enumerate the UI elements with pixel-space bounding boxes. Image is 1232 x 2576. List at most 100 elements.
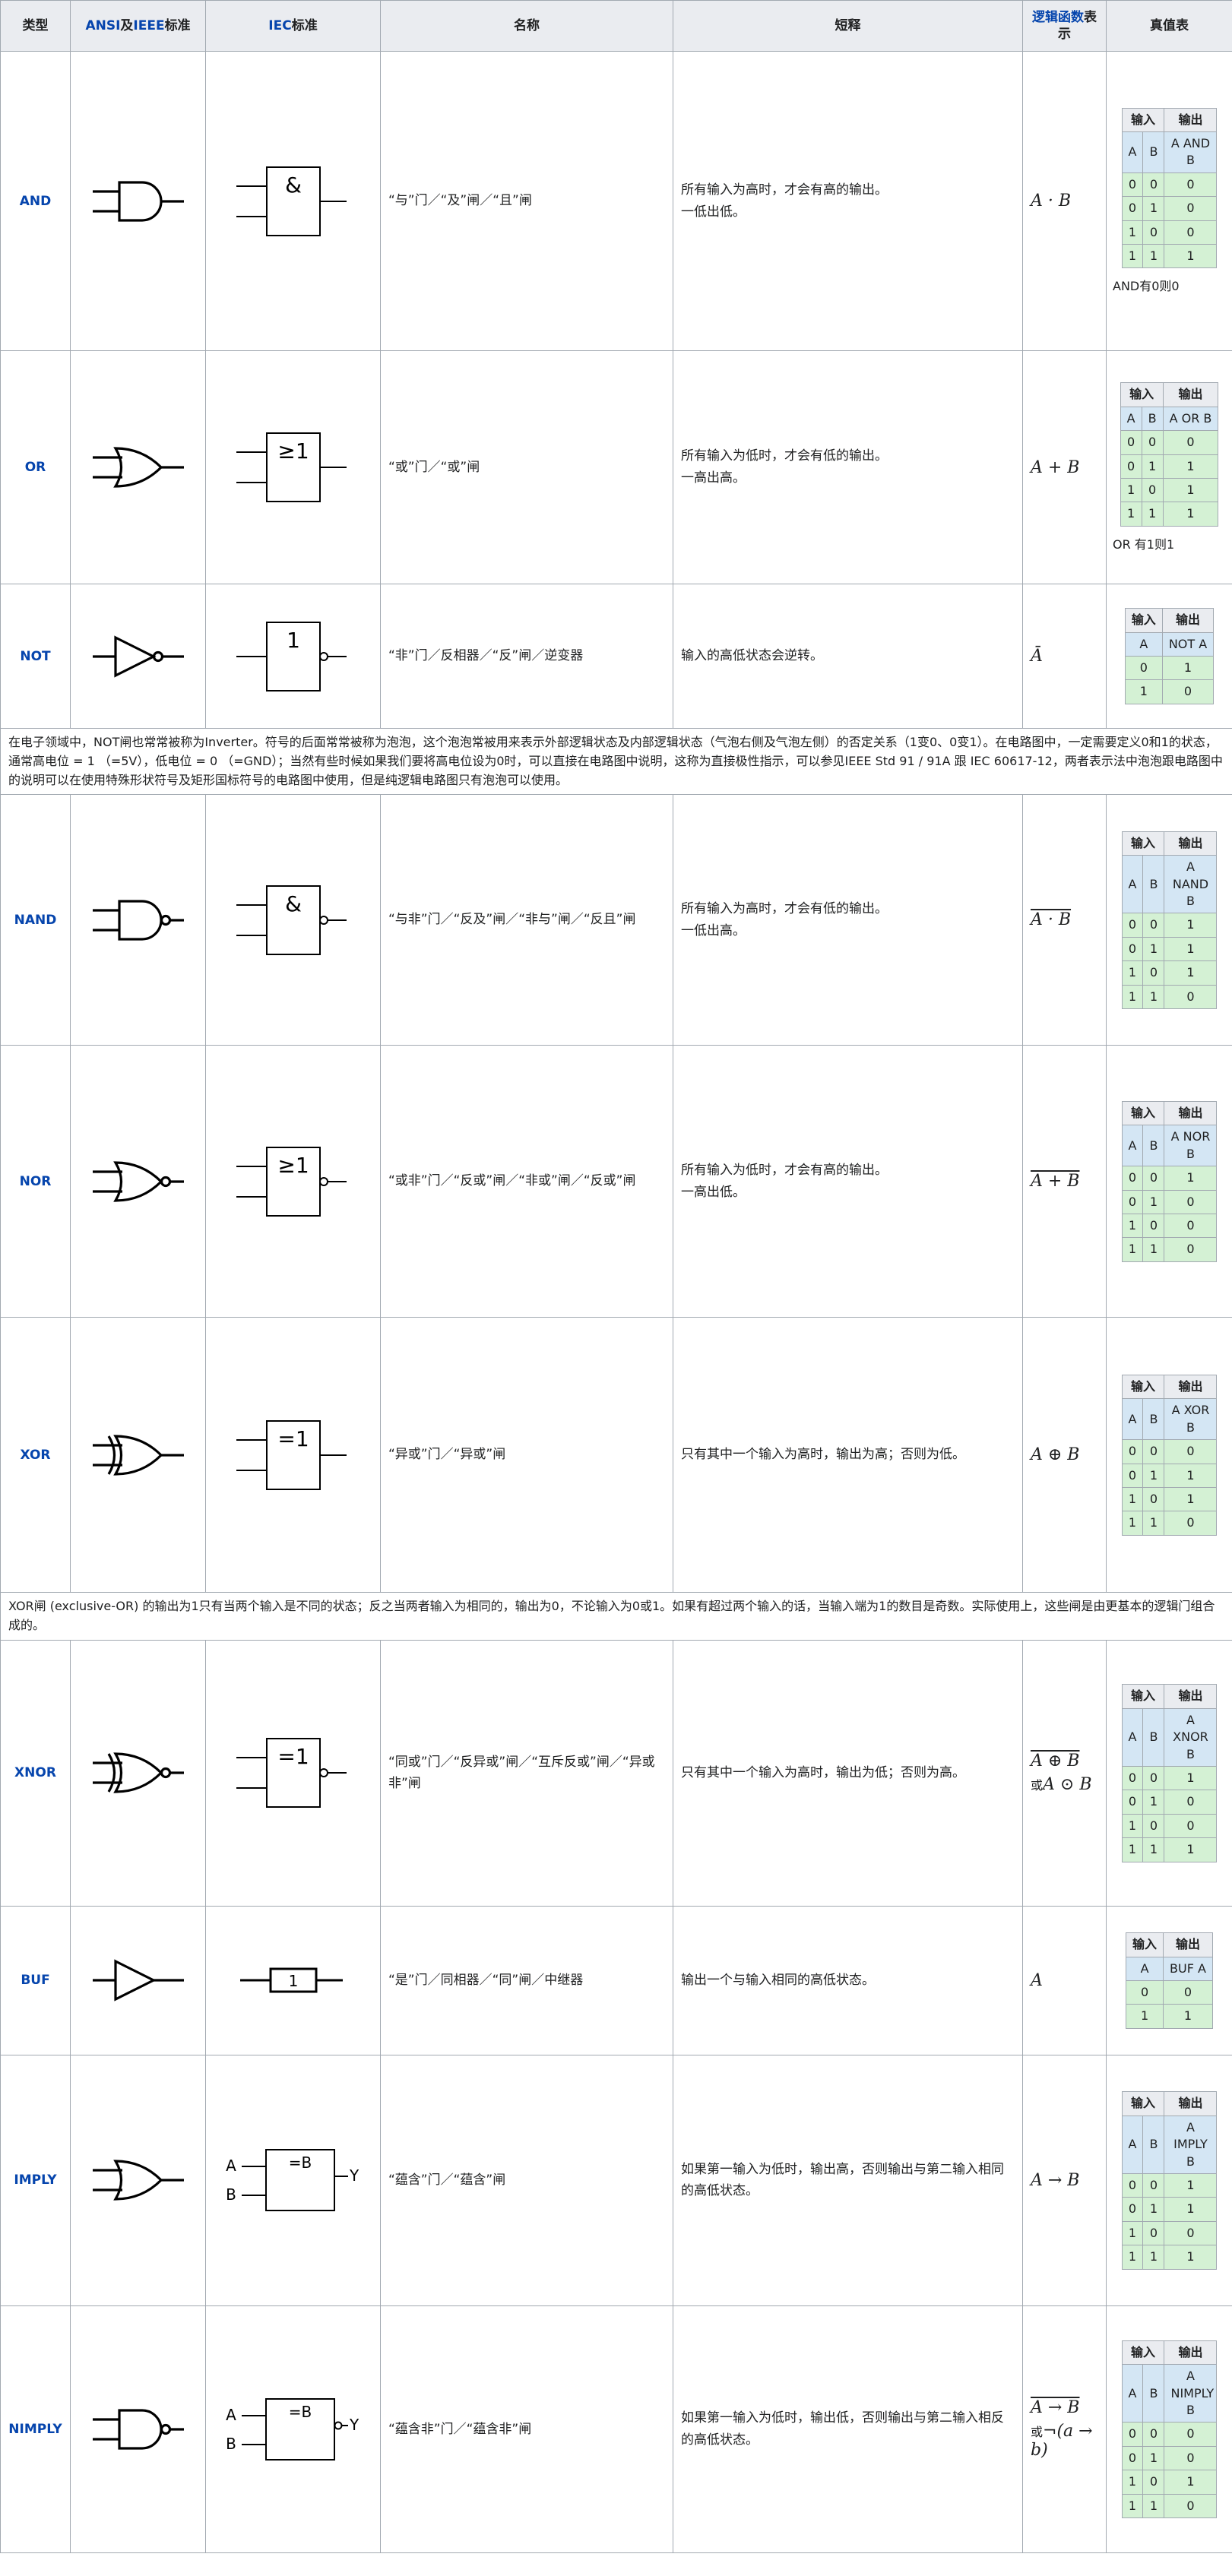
truth-col-out: A IMPLY B <box>1164 2115 1218 2174</box>
ansi-symbol-cell <box>70 1639 206 1907</box>
gate-type[interactable]: BUF <box>0 1905 71 2055</box>
truth-cell: 1 <box>1162 454 1219 479</box>
truth-cell: 1 <box>1142 1463 1165 1488</box>
header-iec-suffix: 标准 <box>291 17 318 33</box>
truth-cell: 1 <box>1141 454 1164 479</box>
truth-cell: 0 <box>1164 2445 1218 2471</box>
header-logic-suffix: 表示 <box>1058 9 1097 42</box>
or-ansi-symbol-icon <box>92 447 184 488</box>
gate-type[interactable]: NOT <box>0 584 71 729</box>
iec-gate-label: =1 <box>277 1744 309 1769</box>
gate-type[interactable]: AND <box>0 51 71 351</box>
truth-cell: 1 <box>1164 936 1218 962</box>
logic-expression: A <box>1022 1905 1107 2055</box>
nand-iec-symbol-icon: & <box>236 885 347 955</box>
header-iec: IEC标准 <box>205 0 381 52</box>
truth-cell: 0 <box>1142 960 1165 986</box>
nand-ansi-symbol-icon <box>92 900 184 941</box>
truth-cell: 1 <box>1142 2493 1165 2519</box>
truth-cell: 1 <box>1164 1837 1218 1862</box>
truth-cell: 1 <box>1121 2245 1144 2270</box>
gate-type[interactable]: XNOR <box>0 1639 71 1907</box>
truth-cell: 1 <box>1162 477 1219 503</box>
truth-cell: 1 <box>1164 913 1218 938</box>
truth-cell: 0 <box>1121 936 1144 962</box>
ansi-link[interactable]: ANSI <box>85 17 121 33</box>
truth-col-b: B <box>1141 406 1164 432</box>
iec-gate-label: ≥1 <box>277 438 309 464</box>
truth-cell: 0 <box>1121 172 1144 198</box>
pin-y-label: Y <box>349 2166 359 2185</box>
truth-cell: 1 <box>1142 984 1165 1009</box>
not-ansi-symbol-icon <box>92 635 184 678</box>
gate-type[interactable]: NIMPLY <box>0 2305 71 2553</box>
truth-cell: 1 <box>1121 1486 1144 1512</box>
gate-type[interactable]: NOR <box>0 1045 71 1318</box>
truth-cell: 0 <box>1164 220 1218 245</box>
truth-cell: 0 <box>1164 984 1218 1009</box>
gate-desc: 输入的高低状态会逆转。 <box>673 584 1023 729</box>
truth-cell: 1 <box>1121 1213 1144 1239</box>
expression-alt: A ⊙ B <box>1043 1775 1092 1795</box>
ieee-link[interactable]: IEEE <box>133 17 165 33</box>
truth-cell: 1 <box>1142 1790 1165 1815</box>
truth-cell: 1 <box>1164 1463 1218 1488</box>
truth-output-header: 输出 <box>1164 1375 1218 1400</box>
iec-link[interactable]: IEC <box>268 17 292 33</box>
ansi-symbol-cell <box>70 1045 206 1318</box>
truth-cell: 1 <box>1164 1765 1218 1791</box>
truth-col-a: A <box>1121 1398 1144 1441</box>
gate-row-xor: XOR=1“异或”门／“异或”闸只有其中一个输入为高时，输出为高；否则为低。A … <box>0 1317 1232 1593</box>
truth-cell: 1 <box>1142 2445 1165 2471</box>
truth-cell: 1 <box>1142 243 1165 269</box>
expression-alt-line: 或A ⊙ B <box>1031 1775 1098 1794</box>
truth-caption: AND有0则0 <box>1113 279 1180 294</box>
logic-expression: A · B <box>1022 794 1107 1046</box>
gate-row-nand: NAND&“与非”门／“反及”闸／“非与”闸／“反且”闸所有输入为高时，才会有低… <box>0 794 1232 1046</box>
ansi-symbol-cell <box>70 2054 206 2306</box>
truth-cell: 0 <box>1142 172 1165 198</box>
note-text: 在电子领域中，NOT闸也常常被称为Inverter。符号的后面常常被称为泡泡，这… <box>0 727 1232 796</box>
truth-cell: 1 <box>1121 1237 1144 1262</box>
ansi-symbol-cell <box>70 584 206 729</box>
gate-type[interactable]: IMPLY <box>0 2054 71 2306</box>
and-ansi-symbol-icon <box>92 180 184 222</box>
header-ansi-mid: 及 <box>120 17 134 33</box>
gate-desc: 所有输入为低时，才会有低的输出。一高出高。 <box>673 350 1023 584</box>
truth-col-b: B <box>1142 2115 1165 2174</box>
truth-cell: 0 <box>1164 1189 1218 1214</box>
truth-col-out: A OR B <box>1162 406 1219 432</box>
truth-cell: 1 <box>1141 502 1164 527</box>
gate-type[interactable]: OR <box>0 350 71 584</box>
ansi-symbol-cell <box>70 1317 206 1593</box>
nor-iec-symbol-icon: ≥1 <box>236 1146 347 1217</box>
logic-function-link[interactable]: 逻辑函数 <box>1032 9 1084 25</box>
pin-a-label: A <box>226 2406 236 2424</box>
gate-type[interactable]: NAND <box>0 794 71 1046</box>
iec-gate-label: & <box>285 891 302 916</box>
truth-col-b: B <box>1142 855 1165 914</box>
iec-symbol-cell: =1 <box>205 1317 381 1593</box>
not-iec-symbol-icon: 1 <box>236 621 347 691</box>
iec-gate-label: ≥1 <box>277 1153 309 1178</box>
gate-desc: 如果第一输入为低时，输出高，否则输出与第二输入相同的高低状态。 <box>673 2054 1023 2306</box>
truth-col-out: A AND B <box>1164 131 1218 173</box>
pin-y-label: Y <box>349 2416 359 2434</box>
desc-line: 输入的高低状态会逆转。 <box>681 648 823 664</box>
desc-line: 只有其中一个输入为高时，输出为低；否则为高。 <box>681 1765 965 1781</box>
gate-name: “异或”门／“异或”闸 <box>380 1317 673 1593</box>
gate-type[interactable]: XOR <box>0 1317 71 1593</box>
pin-b-label: B <box>226 2185 236 2204</box>
truth-input-header: 输入 <box>1121 831 1165 856</box>
